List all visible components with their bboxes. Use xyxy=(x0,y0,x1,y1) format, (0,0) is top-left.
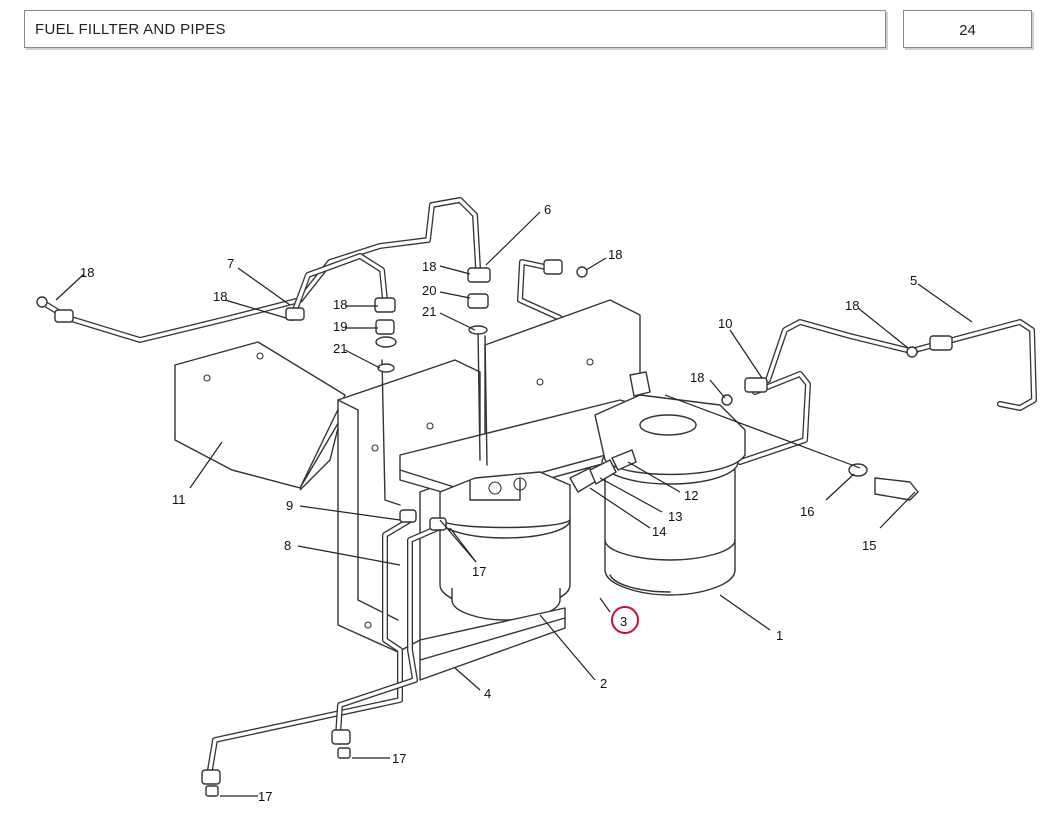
callout-17-lower: 17 xyxy=(258,789,272,804)
callout-1: 1 xyxy=(776,628,783,643)
callout-3-highlight-ring xyxy=(611,606,639,634)
page-number: 24 xyxy=(959,22,976,39)
title-bar: FUEL FILLTER AND PIPES xyxy=(24,10,886,48)
callout-14: 14 xyxy=(652,524,666,539)
filter-element-1 xyxy=(594,371,746,596)
callout-13: 13 xyxy=(668,509,682,524)
fittings-12-13-14 xyxy=(569,449,637,493)
callout-21-center: 21 xyxy=(422,304,436,319)
callout-11: 11 xyxy=(172,492,186,507)
callout-16: 16 xyxy=(800,504,814,519)
callout-6: 6 xyxy=(544,202,551,217)
callout-10: 10 xyxy=(718,316,732,331)
callout-19: 19 xyxy=(333,319,347,334)
vertical-rods xyxy=(381,329,488,506)
callout-18-top-right: 18 xyxy=(608,247,622,262)
page-number-box: 24 xyxy=(903,10,1032,48)
fuel-lines-8-9 xyxy=(207,517,441,773)
pipe-7 xyxy=(289,253,388,321)
filter-element-2 xyxy=(439,471,571,621)
callout-8: 8 xyxy=(284,538,291,553)
pipe-10 xyxy=(737,319,918,465)
callout-7: 7 xyxy=(227,256,234,271)
page-title: FUEL FILLTER AND PIPES xyxy=(35,21,226,38)
mounting-plate-front xyxy=(337,359,481,653)
callout-15: 15 xyxy=(862,538,876,553)
callout-18-filter: 18 xyxy=(690,370,704,385)
pipe-5 xyxy=(912,319,1037,411)
bracket-11 xyxy=(174,341,346,491)
callout-18-center-left: 18 xyxy=(333,297,347,312)
hardware xyxy=(36,259,953,797)
callout-4: 4 xyxy=(484,686,491,701)
pipe-left-long xyxy=(39,197,481,343)
callout-5: 5 xyxy=(910,273,917,288)
callout-3: 3 xyxy=(620,614,627,629)
callout-labels: 1 2 3 4 5 6 7 8 9 10 11 12 13 14 15 16 1… xyxy=(80,202,917,804)
callout-20: 20 xyxy=(422,283,436,298)
callout-18-right: 18 xyxy=(845,298,859,313)
pipe-right-top xyxy=(517,259,563,321)
callout-18-left: 18 xyxy=(213,289,227,304)
callout-18-far-left: 18 xyxy=(80,265,94,280)
leader-lines xyxy=(55,211,973,797)
callout-12: 12 xyxy=(684,488,698,503)
callout-17-upper: 17 xyxy=(472,564,486,579)
callout-21-left: 21 xyxy=(333,341,347,356)
callout-9: 9 xyxy=(286,498,293,513)
callout-2: 2 xyxy=(600,676,607,691)
bowl-4 xyxy=(419,607,566,681)
callout-17-middle: 17 xyxy=(392,751,406,766)
callout-18-center: 18 xyxy=(422,259,436,274)
